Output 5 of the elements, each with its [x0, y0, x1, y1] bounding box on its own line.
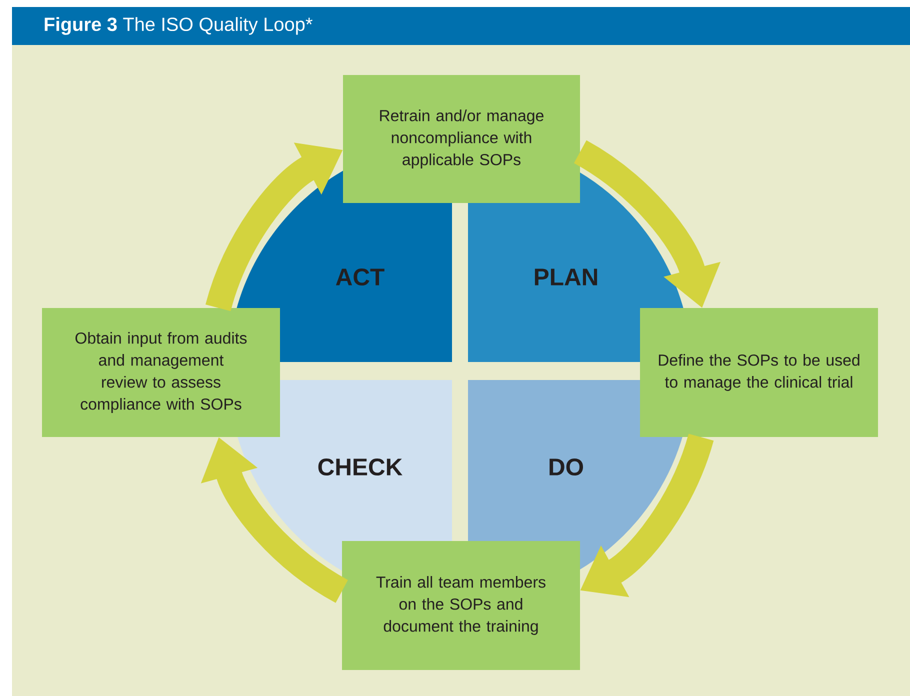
step-box: Obtain input from audits and management review to assess compliance with SOPs — [42, 308, 280, 437]
title-bar: Figure 3 The ISO Quality Loop* — [12, 7, 910, 45]
step-box: Train all team members on the SOPs and document the training — [342, 541, 580, 670]
step-box: Retrain and/or manage noncompliance with applicable SOPs — [343, 75, 580, 203]
step-box: Define the SOPs to be used to manage the clinical trial — [640, 308, 878, 437]
